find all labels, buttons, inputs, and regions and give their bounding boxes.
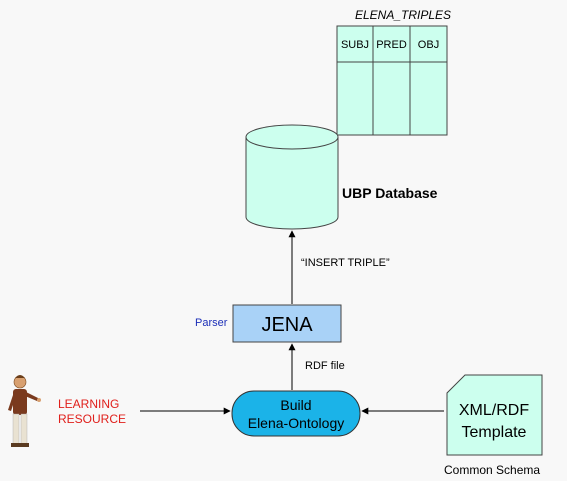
template-label-line2: Template xyxy=(462,424,527,441)
build-label-line2: Elena-Ontology xyxy=(248,415,345,431)
jena-label: JENA xyxy=(261,314,313,336)
learning-resource-label: LEARNING RESOURCE xyxy=(58,397,126,427)
build-label-line1: Build xyxy=(280,397,311,413)
jena-box: JENA xyxy=(232,304,342,343)
template-label-line1: XML/RDF xyxy=(459,402,529,419)
learning-label-line1: LEARNING xyxy=(58,397,120,411)
rdf-file-label: RDF file xyxy=(305,360,345,372)
template-document: XML/RDF Template xyxy=(446,374,543,456)
column-header-subj: SUBJ xyxy=(341,39,369,51)
database-cylinder xyxy=(245,124,339,230)
table-title: ELENA_TRIPLES xyxy=(355,8,452,22)
common-schema-label: Common Schema xyxy=(444,463,541,477)
insert-triple-label: “INSERT TRIPLE” xyxy=(301,257,390,269)
database-label: UBP Database xyxy=(342,185,438,201)
learning-label-line2: RESOURCE xyxy=(58,412,127,426)
column-header-obj: OBJ xyxy=(418,39,439,51)
parser-label: Parser xyxy=(195,317,228,329)
triples-table: SUBJ PRED OBJ xyxy=(336,25,448,136)
build-ontology-node: Build Elena-Ontology xyxy=(231,390,361,437)
person-icon xyxy=(8,375,41,447)
column-header-pred: PRED xyxy=(376,39,407,51)
